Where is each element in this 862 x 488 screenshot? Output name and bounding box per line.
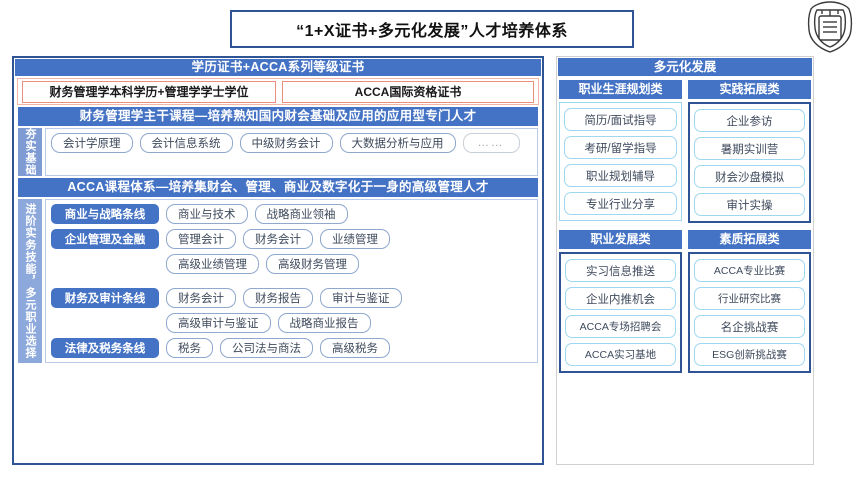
- course-pill[interactable]: 业绩管理: [320, 229, 390, 249]
- category-enterprise-finance[interactable]: 企业管理及金融: [51, 229, 159, 249]
- course-pill[interactable]: 会计信息系统: [139, 133, 233, 153]
- activity-pill[interactable]: 名企挑战赛: [694, 315, 805, 338]
- right-panel-row-2: 职业发展类 实习信息推送 企业内推机会 ACCA专场招聘会 ACCA实习基地 素…: [558, 230, 812, 373]
- course-pill[interactable]: 公司法与商法: [220, 338, 313, 358]
- course-row: 商业与战略条线 商业与技术 战略商业领袖: [51, 204, 532, 224]
- activity-pill[interactable]: 企业内推机会: [565, 287, 676, 310]
- activity-pill[interactable]: ACCA专业比赛: [694, 259, 805, 282]
- course-pill[interactable]: 战略商业报告: [277, 313, 371, 333]
- section-bar-acca: ACCA课程体系—培养集财会、管理、商业及数字化于一身的高级管理人才: [18, 178, 538, 197]
- course-row: 高级业绩管理 高级财务管理: [51, 254, 532, 274]
- section-side-label-foundation: 夯实基础: [18, 128, 42, 176]
- activity-pill[interactable]: 考研/留学指导: [564, 136, 677, 159]
- left-panel: 学历证书+ACCA系列等级证书 财务管理学本科学历+管理学学士学位 ACCA国际…: [12, 56, 544, 465]
- right-column-career-development: 职业发展类 实习信息推送 企业内推机会 ACCA专场招聘会 ACCA实习基地: [559, 230, 682, 373]
- section-acca: 进阶实务技能，多元职业选择 商业与战略条线 商业与技术 战略商业领袖 企业管理及…: [18, 199, 538, 363]
- activity-pill[interactable]: ESG创新挑战赛: [694, 343, 805, 366]
- column-body: ACCA专业比赛 行业研究比赛 名企挑战赛 ESG创新挑战赛: [688, 252, 811, 373]
- activity-pill[interactable]: 财会沙盘模拟: [694, 165, 805, 188]
- right-panel: 多元化发展 职业生涯规划类 简历/面试指导 考研/留学指导 职业规划辅导 专业行…: [556, 56, 814, 465]
- right-panel-top-bar: 多元化发展: [558, 58, 812, 76]
- course-pill[interactable]: 高级审计与鉴证: [166, 313, 271, 333]
- course-row: 会计学原理 会计信息系统 中级财务会计 大数据分析与应用 ……: [51, 133, 532, 153]
- right-panel-row-1: 职业生涯规划类 简历/面试指导 考研/留学指导 职业规划辅导 专业行业分享 实践…: [558, 80, 812, 223]
- certificate-band: 财务管理学本科学历+管理学学士学位 ACCA国际资格证书: [17, 78, 539, 105]
- activity-pill[interactable]: ACCA专场招聘会: [565, 315, 676, 338]
- activity-pill[interactable]: ACCA实习基地: [565, 343, 676, 366]
- section-bar-foundation: 财务管理学主干课程—培养熟知国内财会基础及应用的应用型专门人才: [18, 107, 538, 126]
- course-row: 企业管理及金融 管理会计 财务会计 业绩管理: [51, 229, 532, 249]
- activity-pill[interactable]: 行业研究比赛: [694, 287, 805, 310]
- university-seal-logo: [802, 0, 858, 54]
- column-header: 实践拓展类: [688, 80, 811, 99]
- right-column-quality-development: 素质拓展类 ACCA专业比赛 行业研究比赛 名企挑战赛 ESG创新挑战赛: [688, 230, 811, 373]
- right-column-career-planning: 职业生涯规划类 简历/面试指导 考研/留学指导 职业规划辅导 专业行业分享: [559, 80, 682, 223]
- category-finance-audit[interactable]: 财务及审计条线: [51, 288, 159, 308]
- course-pill[interactable]: 大数据分析与应用: [339, 133, 456, 153]
- course-pill[interactable]: 高级财务管理: [266, 254, 359, 274]
- section-foundation: 夯实基础 会计学原理 会计信息系统 中级财务会计 大数据分析与应用 ……: [18, 128, 538, 176]
- activity-pill[interactable]: 企业参访: [694, 109, 805, 132]
- course-pill[interactable]: 税务: [166, 338, 213, 358]
- left-panel-top-bar: 学历证书+ACCA系列等级证书: [15, 59, 541, 76]
- column-body: 简历/面试指导 考研/留学指导 职业规划辅导 专业行业分享: [559, 102, 682, 221]
- page-title: “1+X证书+多元化发展”人才培养体系: [230, 10, 634, 48]
- section-body-foundation: 会计学原理 会计信息系统 中级财务会计 大数据分析与应用 ……: [45, 128, 538, 176]
- course-row: 法律及税务条线 税务 公司法与商法 高级税务: [51, 338, 532, 358]
- activity-pill[interactable]: 专业行业分享: [564, 192, 677, 215]
- activity-pill[interactable]: 实习信息推送: [565, 259, 676, 282]
- category-business-strategy[interactable]: 商业与战略条线: [51, 204, 159, 224]
- course-row: 高级审计与鉴证 战略商业报告: [51, 313, 532, 333]
- course-pill[interactable]: 财务报告: [243, 288, 313, 308]
- course-pill[interactable]: 战略商业领袖: [254, 204, 348, 224]
- course-pill[interactable]: 中级财务会计: [239, 133, 333, 153]
- course-pill-ellipsis: ……: [462, 133, 520, 153]
- course-pill[interactable]: 管理会计: [166, 229, 236, 249]
- section-body-acca: 商业与战略条线 商业与技术 战略商业领袖 企业管理及金融 管理会计 财务会计 业…: [45, 199, 538, 363]
- course-pill[interactable]: 财务会计: [243, 229, 313, 249]
- course-pill[interactable]: 商业与技术: [166, 204, 248, 224]
- category-law-tax[interactable]: 法律及税务条线: [51, 338, 159, 358]
- activity-pill[interactable]: 职业规划辅导: [564, 164, 677, 187]
- course-pill[interactable]: 高级税务: [320, 338, 390, 358]
- course-pill[interactable]: 高级业绩管理: [166, 254, 259, 274]
- course-pill[interactable]: 审计与鉴证: [320, 288, 402, 308]
- certificate-acca: ACCA国际资格证书: [282, 80, 534, 103]
- column-header: 职业发展类: [559, 230, 682, 249]
- column-header: 职业生涯规划类: [559, 80, 682, 99]
- course-row: 财务及审计条线 财务会计 财务报告 审计与鉴证: [51, 288, 532, 308]
- certificate-degree: 财务管理学本科学历+管理学学士学位: [22, 80, 276, 103]
- course-pill[interactable]: 财务会计: [166, 288, 236, 308]
- column-body: 实习信息推送 企业内推机会 ACCA专场招聘会 ACCA实习基地: [559, 252, 682, 373]
- activity-pill[interactable]: 简历/面试指导: [564, 108, 677, 131]
- activity-pill[interactable]: 审计实操: [694, 193, 805, 216]
- right-column-practice: 实践拓展类 企业参访 暑期实训营 财会沙盘模拟 审计实操: [688, 80, 811, 223]
- section-side-label-acca: 进阶实务技能，多元职业选择: [18, 199, 42, 363]
- column-header: 素质拓展类: [688, 230, 811, 249]
- column-body: 企业参访 暑期实训营 财会沙盘模拟 审计实操: [688, 102, 811, 223]
- page-title-text: “1+X证书+多元化发展”人才培养体系: [296, 23, 568, 40]
- course-pill[interactable]: 会计学原理: [51, 133, 133, 153]
- activity-pill[interactable]: 暑期实训营: [694, 137, 805, 160]
